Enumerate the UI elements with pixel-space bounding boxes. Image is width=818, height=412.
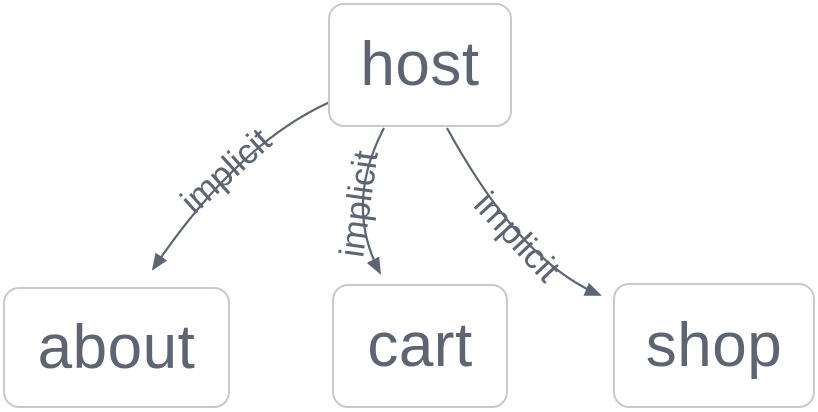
node-about[interactable]: about <box>3 287 230 408</box>
node-cart-label: cart <box>367 311 473 380</box>
edge-host-about <box>151 100 331 271</box>
node-shop[interactable]: shop <box>613 283 815 408</box>
edge-host-cart <box>361 127 385 275</box>
node-shop-label: shop <box>645 310 783 380</box>
node-cart[interactable]: cart <box>332 284 508 408</box>
edge-host-shop <box>446 127 602 297</box>
node-host[interactable]: host <box>328 3 512 127</box>
node-about-label: about <box>37 312 196 382</box>
node-host-label: host <box>360 30 480 99</box>
